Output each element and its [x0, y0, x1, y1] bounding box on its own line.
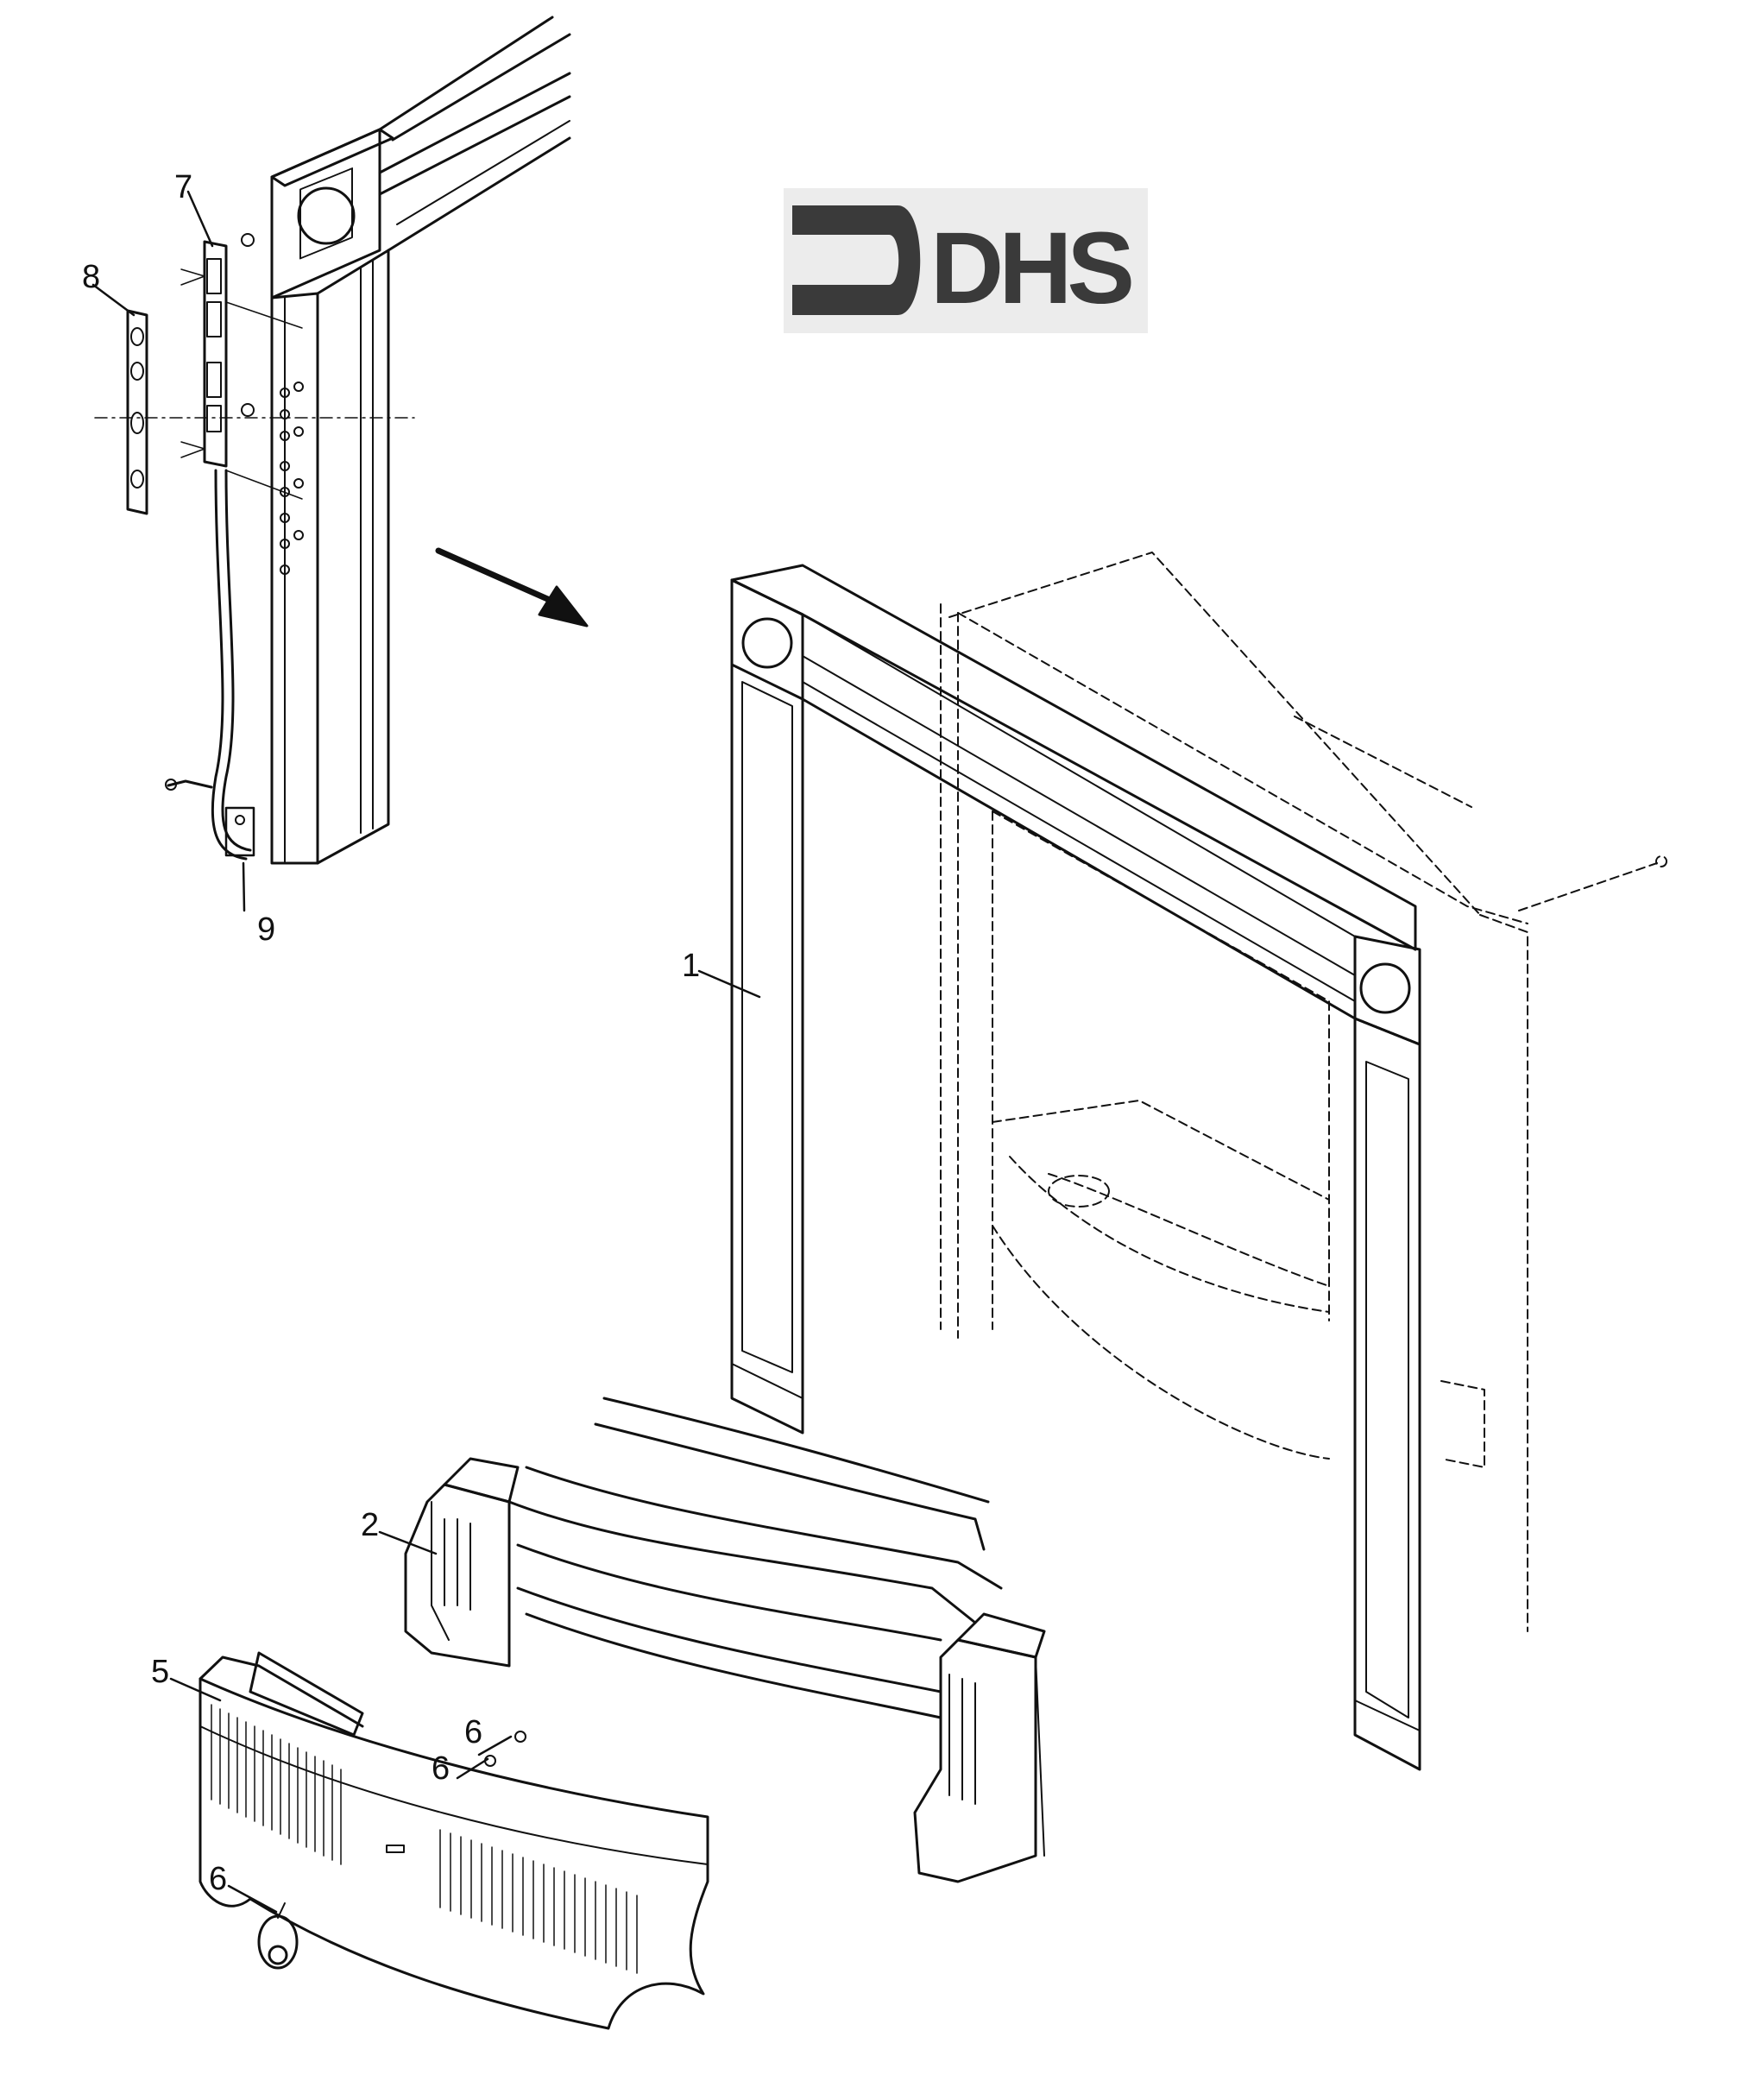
dhs-logo-text: DHS — [930, 211, 1135, 325]
mounting-plate — [126, 309, 148, 515]
callout-2: 2 — [361, 1507, 380, 1543]
callout-6-upper: 6 — [464, 1714, 483, 1750]
callout-9: 9 — [257, 911, 276, 948]
callout-7: 7 — [174, 169, 193, 205]
firebox — [940, 552, 1667, 1632]
switch-bracket — [180, 233, 303, 500]
cable-assembly — [165, 469, 255, 861]
fret-assembly — [404, 1397, 1046, 1883]
frame-corner-detail — [94, 16, 571, 865]
dhs-logo-mark — [784, 188, 1148, 333]
callout-6-lower: 6 — [209, 1861, 228, 1897]
callout-1: 1 — [682, 948, 701, 984]
ashpan-cover — [198, 1651, 709, 2030]
leader-lines — [91, 190, 761, 1914]
callout-6-middle: 6 — [432, 1750, 451, 1787]
direction-arrow — [435, 547, 589, 627]
callout-5: 5 — [151, 1654, 170, 1690]
callout-8: 8 — [82, 259, 101, 295]
main-frame — [730, 564, 1421, 1771]
